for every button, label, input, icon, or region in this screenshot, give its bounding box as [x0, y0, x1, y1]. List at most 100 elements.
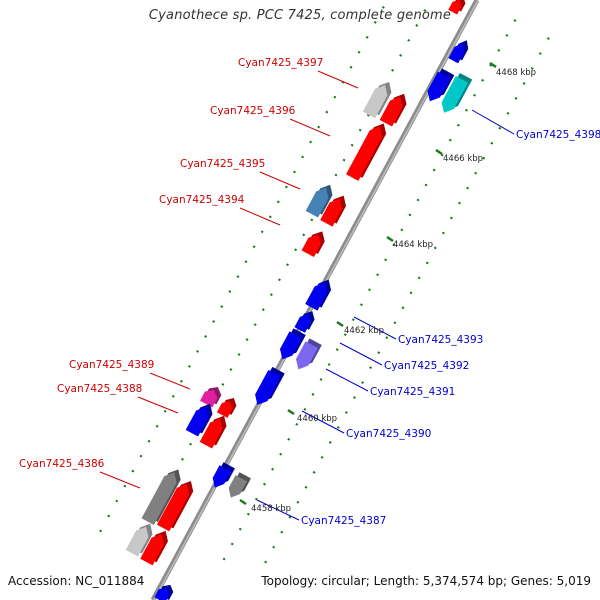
track-dot — [336, 426, 340, 429]
gene-block-red[interactable] — [448, 0, 466, 15]
gene-block-blue-4392[interactable] — [279, 328, 306, 360]
gene-label-left[interactable]: Cyan7425_4397 — [238, 57, 323, 69]
gene-block-red[interactable] — [199, 415, 227, 449]
track-dot — [466, 186, 470, 190]
gene-leader-line — [471, 109, 515, 135]
track-dot — [272, 545, 276, 549]
track-dot — [522, 82, 526, 85]
track-dot — [465, 108, 468, 112]
gene-block-steel-4395[interactable] — [305, 184, 333, 218]
major-tick — [386, 235, 394, 243]
gene-block-red[interactable] — [156, 481, 194, 532]
track-dot — [279, 452, 283, 456]
gene-label-left[interactable]: Cyan7425_4388 — [57, 383, 142, 395]
track-dot — [513, 19, 517, 22]
track-dot — [381, 5, 385, 9]
gene-label-left[interactable]: Cyan7425_4394 — [159, 194, 245, 206]
gene-block-blue-4393[interactable] — [305, 279, 332, 311]
track-dot — [254, 497, 258, 501]
scale-tick-label: 4468 kbp — [496, 68, 536, 78]
track-dot — [400, 228, 404, 232]
accession-text: Accession: NC_011884 — [8, 574, 145, 588]
track-dot — [276, 200, 280, 204]
track-dot — [357, 50, 361, 54]
track-dot — [423, 9, 427, 12]
track-dot — [196, 350, 199, 353]
track-dot — [441, 231, 445, 235]
gene-block-red[interactable] — [216, 397, 237, 418]
gene-label-right[interactable]: Cyan7425_4393 — [398, 334, 483, 346]
track-dot — [359, 303, 363, 307]
gene-label-left[interactable]: Cyan7425_4389 — [69, 359, 154, 371]
track-dot — [530, 67, 534, 70]
track-dot — [268, 215, 272, 219]
gene-label-right[interactable]: Cyan7425_4390 — [346, 428, 431, 440]
gene-block-blue[interactable] — [154, 584, 174, 600]
gene-label-right[interactable]: Cyan7425_4392 — [384, 360, 469, 372]
gene-block-purple-4391[interactable] — [295, 338, 322, 370]
track-dot — [312, 470, 316, 474]
track-dot — [514, 96, 518, 100]
gene-block-lightgray[interactable] — [125, 523, 153, 557]
track-dot — [497, 48, 501, 52]
track-dot — [139, 454, 143, 458]
track-dot — [293, 170, 296, 174]
gene-block-red[interactable] — [301, 231, 325, 258]
track-dot — [301, 155, 304, 159]
gene-label-right[interactable]: Cyan7425_4391 — [370, 386, 455, 398]
gene-block-blue-4388[interactable] — [185, 403, 213, 437]
gene-leader-line — [259, 171, 301, 190]
gene-label-right[interactable]: Cyan7425_4398 — [516, 129, 600, 141]
scale-tick-label: 4460 kbp — [297, 414, 337, 424]
gene-block-blue[interactable] — [427, 68, 455, 102]
track-dot — [236, 275, 240, 279]
track-dot — [261, 308, 265, 312]
track-dot — [432, 168, 436, 172]
track-dot — [147, 439, 151, 443]
track-dot — [373, 20, 377, 24]
gene-block-blue-4387[interactable] — [212, 462, 235, 488]
gene-label-left[interactable]: Cyan7425_4395 — [180, 158, 265, 170]
track-dot — [353, 396, 356, 399]
scale-tick-label: 4462 kbp — [344, 326, 384, 336]
gene-block-red[interactable] — [379, 93, 407, 127]
gene-label-right[interactable]: Cyan7425_4387 — [301, 515, 386, 527]
track-dot — [482, 156, 486, 160]
track-dot — [155, 424, 159, 428]
track-dot — [278, 278, 281, 282]
gene-block-blue[interactable] — [294, 311, 315, 333]
gene-block-gray-4397[interactable] — [362, 82, 392, 119]
gene-block-gray-4386[interactable] — [141, 469, 181, 525]
track-dot — [473, 93, 476, 97]
gene-block-blue[interactable] — [448, 40, 469, 64]
gene-block-cyan-4398[interactable] — [441, 72, 473, 113]
gene-block-blue-4390[interactable] — [255, 366, 285, 405]
track-dot — [344, 411, 348, 414]
track-dot — [368, 288, 371, 292]
track-dot — [269, 293, 273, 297]
track-dot — [440, 153, 444, 157]
track-dot — [246, 512, 250, 516]
gene-block-magenta-4389[interactable] — [200, 386, 222, 408]
track-dot — [415, 24, 419, 27]
track-dot — [295, 422, 299, 426]
gene-leader-line — [339, 342, 383, 366]
track-dot — [392, 243, 396, 247]
gene-block-gray[interactable] — [228, 472, 251, 498]
track-dot — [448, 138, 452, 142]
scale-tick-label: 4464 kbp — [393, 240, 433, 250]
gene-block-red-4394[interactable] — [320, 195, 347, 227]
track-dot — [474, 171, 478, 175]
gene-label-left[interactable]: Cyan7425_4386 — [19, 458, 105, 470]
track-dot — [408, 213, 412, 217]
track-dot — [335, 348, 339, 351]
track-dot — [99, 529, 103, 533]
gene-leader-line — [256, 499, 300, 521]
gene-block-red[interactable] — [140, 530, 168, 566]
gene-label-left[interactable]: Cyan7425_4396 — [210, 105, 296, 117]
major-tick — [435, 148, 443, 156]
track-dot — [311, 393, 315, 396]
gene-block-red-4396[interactable] — [346, 123, 387, 181]
track-dot — [376, 273, 380, 277]
track-dot — [350, 143, 354, 147]
